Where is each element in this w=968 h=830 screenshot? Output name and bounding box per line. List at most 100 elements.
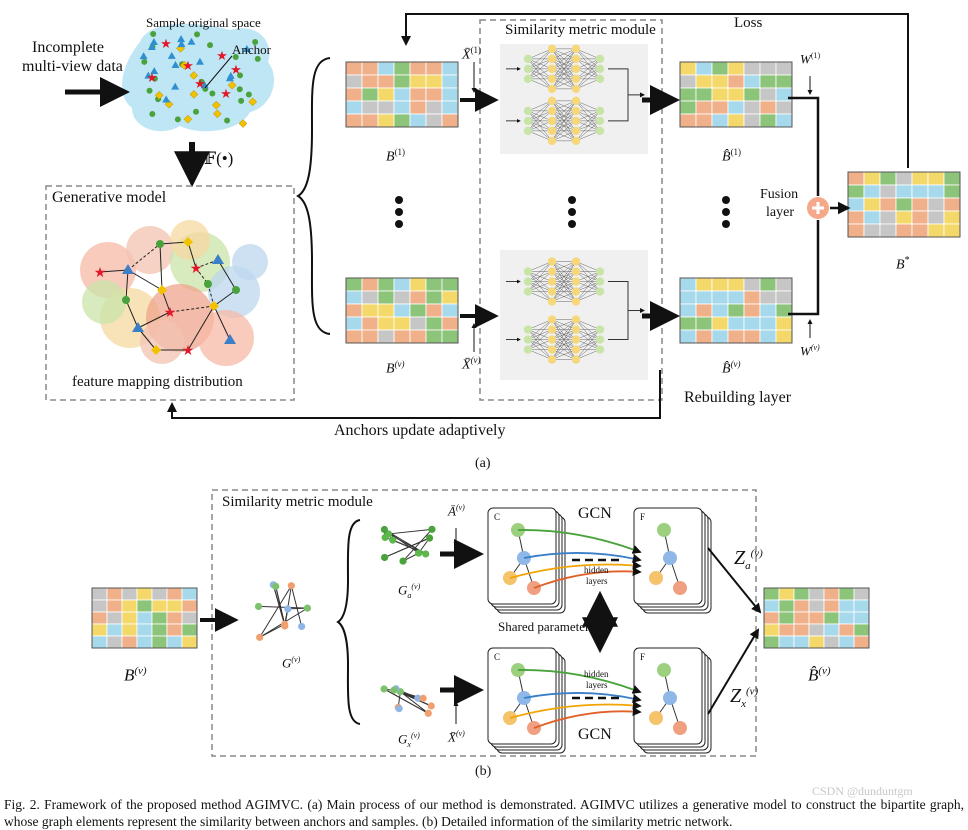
matrix-bhat-b [763, 587, 870, 649]
network-edge [125, 299, 139, 329]
matrix-cell [823, 599, 840, 613]
nn-node [547, 277, 557, 286]
matrix-cell [775, 290, 793, 305]
panel-a-label: (a) [475, 456, 491, 471]
matrix-cell [711, 303, 729, 318]
sample-circle [232, 53, 239, 60]
bhatv-label: B̂(v) [722, 359, 741, 377]
cloud-points: ★★★★★★★ [139, 31, 261, 128]
matrix-cell [727, 61, 745, 76]
nn-edge [527, 339, 553, 350]
anchor-star: ★ [230, 62, 242, 77]
feature-mapping-label: feature mapping distribution [72, 374, 243, 390]
matrix-cell [151, 635, 168, 649]
matrix-cell [743, 74, 761, 89]
matrix-cell [743, 329, 761, 344]
gcn-top-label: GCN [578, 505, 612, 522]
message-flow [523, 552, 642, 563]
nn-edge [551, 319, 577, 350]
rebuilding-label: Rebuilding layer [684, 389, 792, 406]
bv-label: B(v) [386, 359, 405, 377]
nn-node [595, 287, 605, 296]
nn-node [547, 64, 557, 74]
nn-edge [551, 120, 577, 142]
card-c-top: C [494, 512, 501, 522]
matrix-cell [895, 171, 913, 186]
nn-edge [527, 130, 553, 142]
matrix-cell [911, 210, 929, 225]
nn-edge [527, 100, 553, 112]
nn-node [571, 136, 581, 146]
nn-edge [551, 48, 577, 90]
card-node [673, 581, 687, 595]
matrix-cell [775, 316, 793, 331]
sample-triangle [139, 52, 148, 60]
matrix-cell [743, 316, 761, 331]
card-node [663, 691, 677, 705]
nn-node [547, 267, 557, 276]
network-edge [213, 305, 231, 341]
matrix-cell [181, 587, 198, 601]
nn-node [547, 335, 557, 344]
similarity-module-title: Similarity metric module [505, 22, 656, 38]
anchors-update-label: Anchors update adaptively [334, 422, 506, 439]
nn-node [595, 267, 605, 276]
matrix-cell [743, 277, 761, 292]
matrix-cell [823, 587, 840, 601]
matrix-cell [345, 277, 363, 292]
feature-diamond [157, 285, 167, 295]
graph-node [422, 550, 430, 558]
figure-caption: Fig. 2. Framework of the proposed method… [4, 797, 964, 829]
matrix-cell [679, 74, 697, 89]
distribution-blob [82, 280, 126, 324]
sample-circle [146, 87, 153, 94]
anchor-star: ★ [146, 70, 158, 85]
nn-edge [527, 48, 553, 70]
anchor-star: ★ [182, 344, 195, 359]
matrix-cell [361, 87, 379, 102]
matrix-cell [927, 171, 945, 186]
matrix-cell [361, 100, 379, 115]
matrix-cell [345, 100, 363, 115]
matrix-cell [361, 74, 379, 89]
sample-circle [237, 72, 244, 79]
matrix-cell [679, 61, 697, 76]
nn-edge [527, 291, 553, 302]
matrix-cell [377, 290, 395, 305]
matrix-cell [808, 623, 825, 637]
nn-node [547, 44, 557, 54]
matrix-cell [711, 316, 729, 331]
matrix-cell [763, 599, 780, 613]
nn-node [571, 315, 581, 324]
feature-diamond [209, 301, 219, 311]
nn-edge [527, 48, 553, 80]
network-edge [99, 269, 129, 273]
matrix-cell [778, 611, 795, 625]
distribution-blob [198, 310, 254, 366]
matrix-cell [679, 277, 697, 292]
w1-label: W(1) [800, 51, 821, 67]
sample-circle [174, 116, 181, 123]
nn-edge [527, 319, 553, 350]
graph-edge [388, 528, 432, 535]
sample-circle [150, 31, 157, 38]
anchor-label: Anchor [232, 42, 271, 57]
nn-node [595, 64, 605, 74]
nn-node [595, 277, 605, 286]
matrix-bstar [847, 171, 961, 238]
matrix-cell [425, 87, 443, 102]
matrix-cell [743, 87, 761, 102]
nn-edge [527, 319, 553, 330]
matrix-cell [121, 587, 138, 601]
matrix-cell [441, 303, 459, 318]
matrix-cell [895, 184, 913, 199]
nn-node [571, 126, 581, 136]
x-bar-b-label: X̄(v) [448, 729, 465, 745]
feature-circle [204, 280, 212, 288]
matrix-cell [727, 316, 745, 331]
sample-circle [198, 78, 205, 85]
network-edge [127, 269, 163, 291]
matrix-cell [943, 223, 961, 238]
matrix-cell [911, 197, 929, 212]
